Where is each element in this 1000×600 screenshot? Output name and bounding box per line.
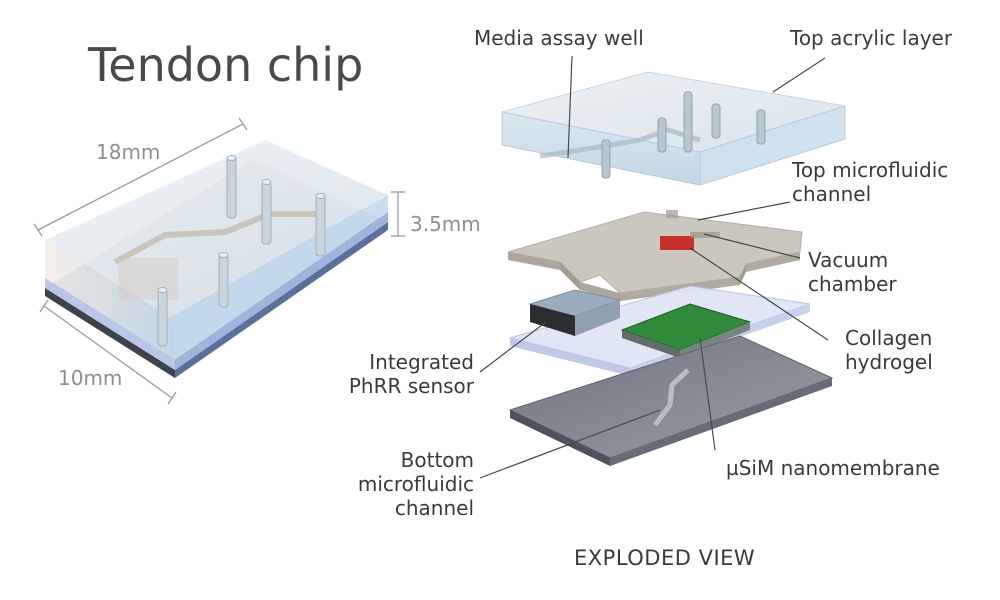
assembled-membrane-band-front	[45, 278, 175, 370]
leader-media-assay-well	[567, 55, 573, 159]
assembled-bottom-edge-front	[45, 288, 175, 378]
leader-lines	[479, 55, 829, 479]
label-collagen-line2: hydrogel	[845, 350, 933, 374]
assembled-ports	[157, 157, 326, 347]
leader-top-microfluidic	[697, 201, 791, 221]
leader-top-acrylic	[772, 57, 826, 93]
leader-phrr-sensor	[479, 321, 547, 373]
dim-length-line	[37, 123, 244, 231]
assembled-acrylic-top	[45, 140, 388, 318]
label-media-assay-well: Media assay well	[474, 26, 644, 50]
label-bottom-line2: microfluidic	[357, 472, 474, 496]
label-collagen-hydrogel: Collagen hydrogel	[845, 326, 933, 374]
assembled-sensor-ghost	[118, 258, 178, 300]
dim-width-line	[43, 305, 173, 399]
label-top-microfluidic-line2: channel	[792, 182, 872, 206]
assembled-bottom-edge-right	[175, 222, 388, 378]
label-vacuum-line1: Vacuum	[808, 248, 889, 272]
label-phrr-line1: Integrated	[369, 350, 474, 374]
phrr-sensor-chip	[528, 289, 622, 336]
label-integrated-phrr-sensor: Integrated PhRR sensor	[320, 350, 474, 398]
collagen-hydrogel-block	[660, 236, 694, 250]
label-usim-nanomembrane: µSiM nanomembrane	[726, 456, 940, 480]
label-vacuum-chamber: Vacuum chamber	[808, 248, 897, 296]
dimension-length-label: 18mm	[96, 140, 161, 164]
dimension-lines	[33, 117, 405, 405]
exploded-view-caption: EXPLODED VIEW	[574, 546, 756, 570]
assembled-membrane-band-right	[175, 212, 388, 370]
label-top-acrylic-layer: Top acrylic layer	[790, 26, 953, 50]
assembled-acrylic-right	[170, 195, 388, 360]
usim-nanomembrane	[620, 303, 752, 358]
bottom-microfluidic-layer	[508, 335, 834, 466]
dimension-height-label: 3.5mm	[410, 212, 481, 236]
leader-usim-nanomembrane	[699, 337, 716, 451]
leader-vacuum-chamber	[703, 233, 801, 259]
top-acrylic-layer	[501, 71, 846, 186]
leader-bottom-microfluidic	[479, 409, 661, 479]
assembled-internal-channel	[113, 211, 318, 265]
assembled-port-caps	[157, 155, 326, 293]
label-vacuum-line2: chamber	[808, 272, 897, 296]
assembled-acrylic-front	[45, 240, 175, 360]
assembled-chip	[45, 140, 388, 378]
label-collagen-line1: Collagen	[845, 326, 933, 350]
top-microfluidic-layer	[507, 210, 803, 301]
label-bottom-line3: channel	[394, 496, 474, 520]
dimension-width-label: 10mm	[58, 366, 123, 390]
label-top-microfluidic-line1: Top microfluidic	[792, 158, 949, 182]
label-bottom-line1: Bottom	[400, 448, 474, 472]
diagram-title: Tendon chip	[88, 38, 364, 92]
label-phrr-line2: PhRR sensor	[348, 374, 474, 398]
leader-collagen-hydrogel	[689, 247, 829, 341]
label-top-microfluidic-channel: Top microfluidic channel	[792, 158, 948, 206]
label-bottom-microfluidic-channel: Bottom microfluidic channel	[330, 448, 474, 520]
